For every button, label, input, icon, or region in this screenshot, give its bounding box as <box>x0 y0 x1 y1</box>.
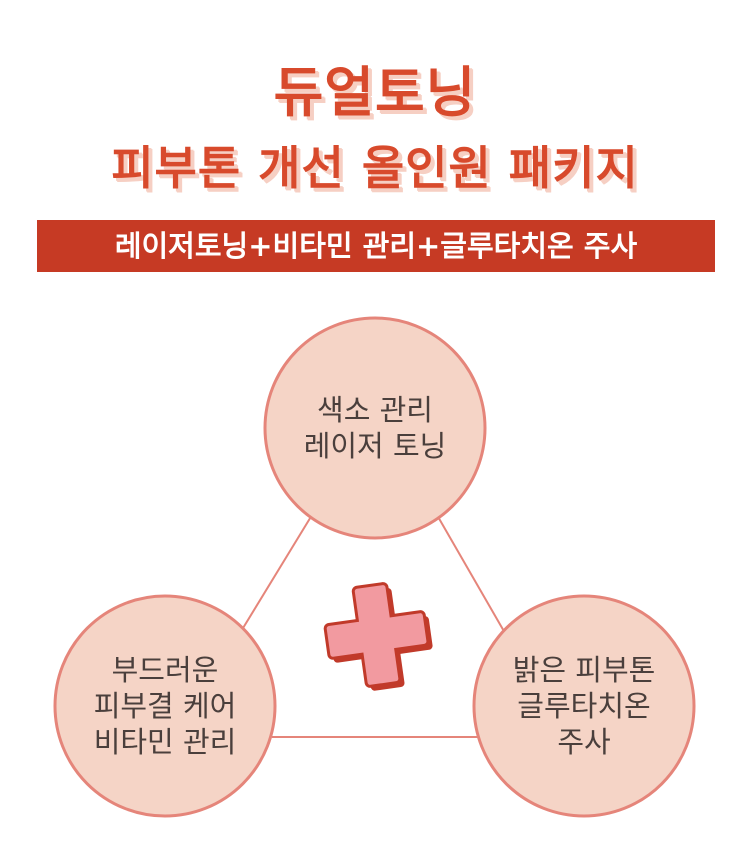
circle-right-line-1: 밝은 피부톤 <box>512 653 656 687</box>
circle-right <box>472 594 696 818</box>
banner: 레이저토닝+비타민 관리+글루타치온 주사 <box>37 220 715 272</box>
circle-top <box>263 316 487 540</box>
circle-left-text: 부드러운 피부결 케어 비타민 관리 <box>55 652 275 760</box>
circle-top-line-1: 색소 관리 <box>317 393 433 427</box>
circle-left <box>53 594 277 818</box>
circle-top-text: 색소 관리 레이저 토닝 <box>265 392 485 464</box>
connector-top-right <box>436 514 506 634</box>
title-line-1: 듀얼토닝 <box>273 61 477 124</box>
circle-left-line-1: 부드러운 <box>111 653 219 687</box>
circle-right-line-3: 주사 <box>557 725 611 759</box>
circle-top-line-2: 레이저 토닝 <box>303 429 447 463</box>
circle-left-line-2: 피부결 케어 <box>93 689 237 723</box>
connector-top-left <box>239 514 313 634</box>
title-line-2: 피부톤 개선 올인원 패키지 <box>111 141 639 195</box>
circle-left-line-3: 비타민 관리 <box>93 725 237 759</box>
circle-right-text: 밝은 피부톤 글루타치온 주사 <box>474 652 694 760</box>
plus-icon <box>323 582 433 691</box>
circle-right-line-2: 글루타치온 <box>517 689 651 723</box>
